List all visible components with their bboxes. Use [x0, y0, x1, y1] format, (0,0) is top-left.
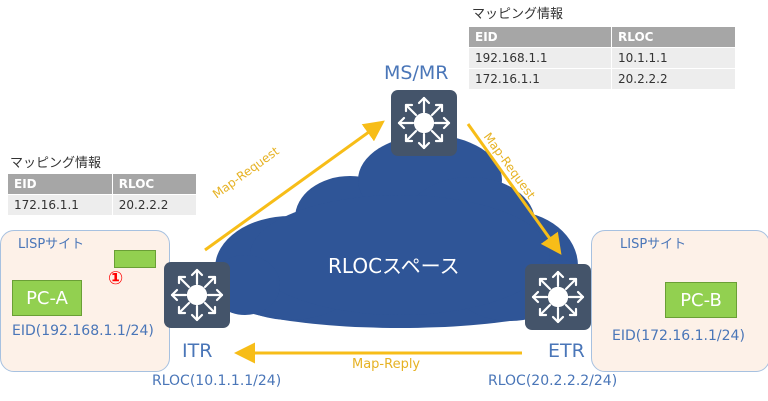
etr-rloc: RLOC(20.2.2.2/24) — [488, 373, 618, 389]
itr-rloc: RLOC(10.1.1.1/24) — [152, 373, 282, 389]
pc-a: PC-A — [12, 280, 82, 316]
map-reply-label: Map-Reply — [352, 357, 421, 372]
msmr-label: MS/MR — [384, 62, 449, 84]
map-request-arrow-2 — [466, 123, 562, 255]
left-table-header-rloc: RLOC — [111, 173, 198, 195]
right-table-header-rloc: RLOC — [611, 26, 736, 48]
right-table-title: マッピング情報 — [472, 7, 564, 22]
left-table-title: マッピング情報 — [10, 156, 102, 171]
right-mapping-table: EID RLOC 192.168.1.1 10.1.1.1 172.16.1.1… — [468, 26, 736, 90]
left-mapping-table: EID RLOC 172.16.1.1 20.2.2.2 — [7, 173, 198, 216]
left-site-label: LISPサイト — [18, 237, 85, 252]
table-row: 172.16.1.1 20.2.2.2 — [468, 68, 736, 90]
left-eid: EID(192.168.1.1/24) — [12, 323, 154, 339]
msmr-router — [391, 90, 457, 156]
small-green-box — [114, 250, 156, 268]
table-cell: 20.2.2.2 — [111, 194, 198, 216]
table-cell: 10.1.1.1 — [611, 47, 736, 69]
map-request-arrow-1 — [204, 120, 385, 252]
right-eid: EID(172.16.1.1/24) — [612, 328, 745, 344]
etr-router — [525, 264, 591, 330]
etr-label: ETR — [548, 340, 585, 362]
table-row: 192.168.1.1 10.1.1.1 — [468, 47, 736, 69]
router-icon — [531, 270, 585, 324]
table-cell: 172.16.1.1 — [7, 194, 113, 216]
table-cell: 192.168.1.1 — [468, 47, 612, 69]
table-cell: 20.2.2.2 — [611, 68, 736, 90]
cloud-label: RLOCスペース — [328, 254, 460, 278]
itr-label: ITR — [182, 340, 213, 362]
itr-router — [164, 262, 230, 328]
table-row: 172.16.1.1 20.2.2.2 — [7, 194, 198, 216]
left-table-header-eid: EID — [7, 173, 113, 195]
step-marker: ① — [108, 268, 124, 289]
pc-b: PC-B — [665, 282, 737, 318]
right-table-header-eid: EID — [468, 26, 612, 48]
table-cell: 172.16.1.1 — [468, 68, 612, 90]
router-icon — [397, 96, 451, 150]
router-icon — [170, 268, 224, 322]
right-site-label: LISPサイト — [620, 237, 687, 252]
